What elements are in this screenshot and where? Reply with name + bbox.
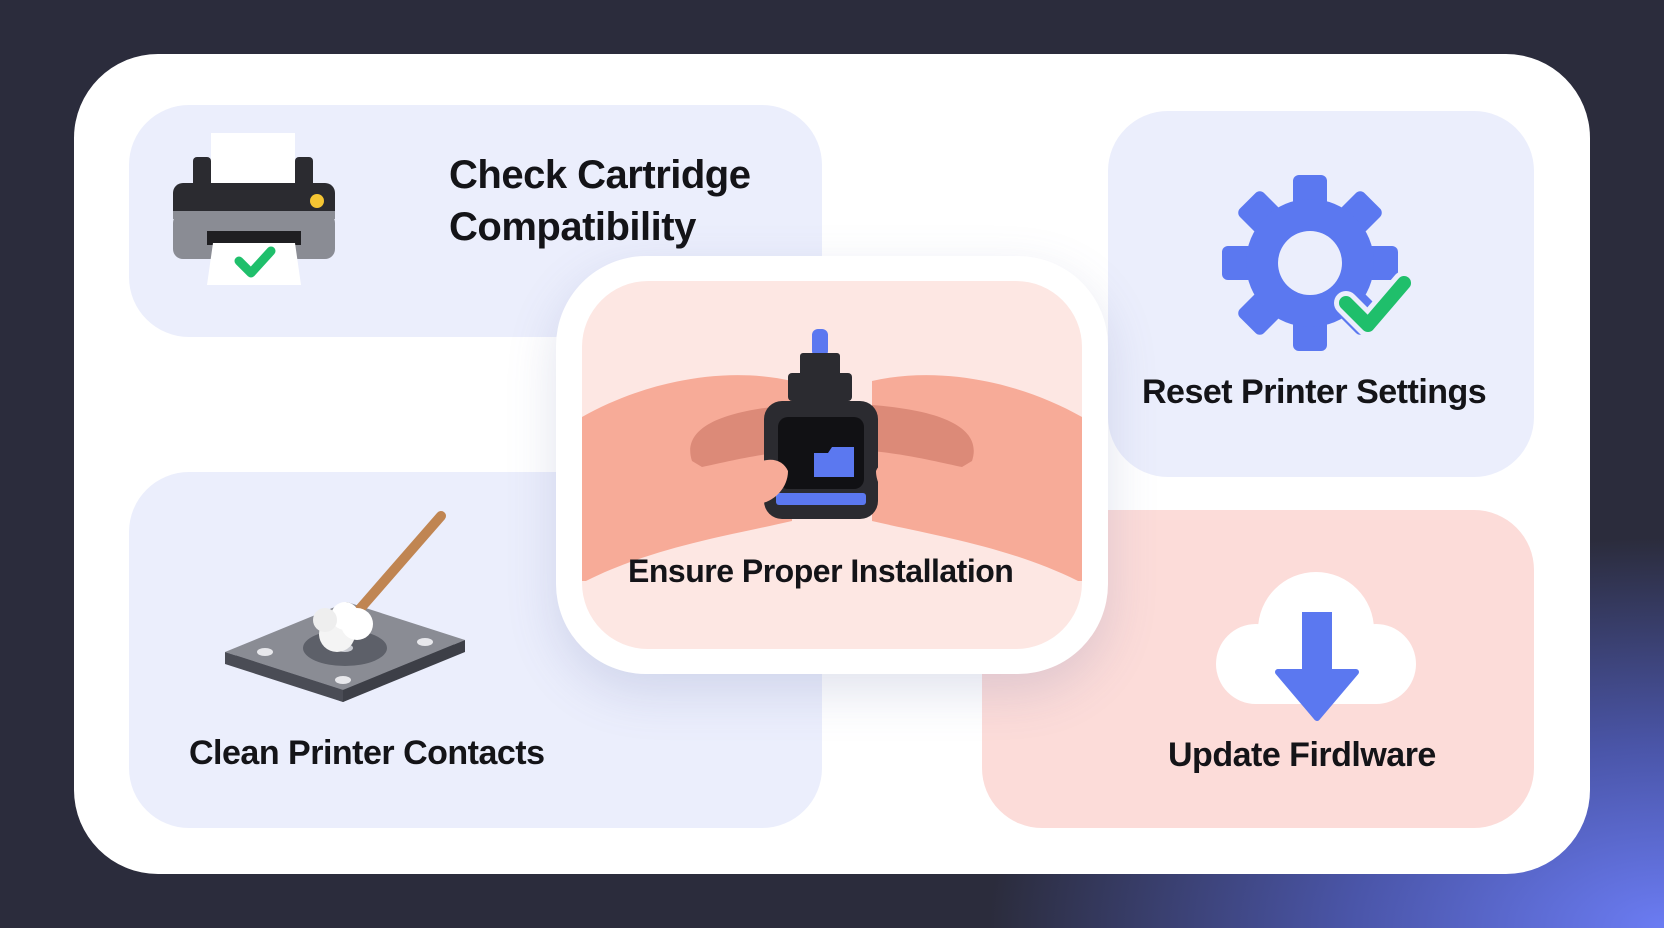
- card-update-firmware[interactable]: Update Firdlware: [982, 510, 1534, 828]
- printer-check-icon: [173, 133, 335, 285]
- gear-check-icon: [1222, 175, 1416, 351]
- card-clean-label: Clean Printer Contacts: [189, 734, 545, 772]
- card-check-label-line2: Compatibility: [449, 205, 696, 249]
- card-install-label: Ensure Proper Installation: [628, 553, 1014, 589]
- hands-cartridge-icon: [582, 329, 1082, 581]
- card-reset-label: Reset Printer Settings: [1142, 373, 1487, 411]
- main-panel: Check Cartridge Compatibility: [74, 54, 1590, 874]
- card-update-label: Update Firdlware: [1168, 736, 1436, 774]
- swab-contacts-icon: [225, 511, 465, 702]
- card-check-compatibility[interactable]: Check Cartridge Compatibility: [129, 105, 822, 337]
- card-check-label-line1: Check Cartridge: [449, 153, 751, 197]
- cloud-download-icon: [1216, 572, 1416, 721]
- card-reset-settings[interactable]: Reset Printer Settings: [1108, 111, 1534, 477]
- card-ensure-installation[interactable]: Ensure Proper Installation: [582, 281, 1082, 649]
